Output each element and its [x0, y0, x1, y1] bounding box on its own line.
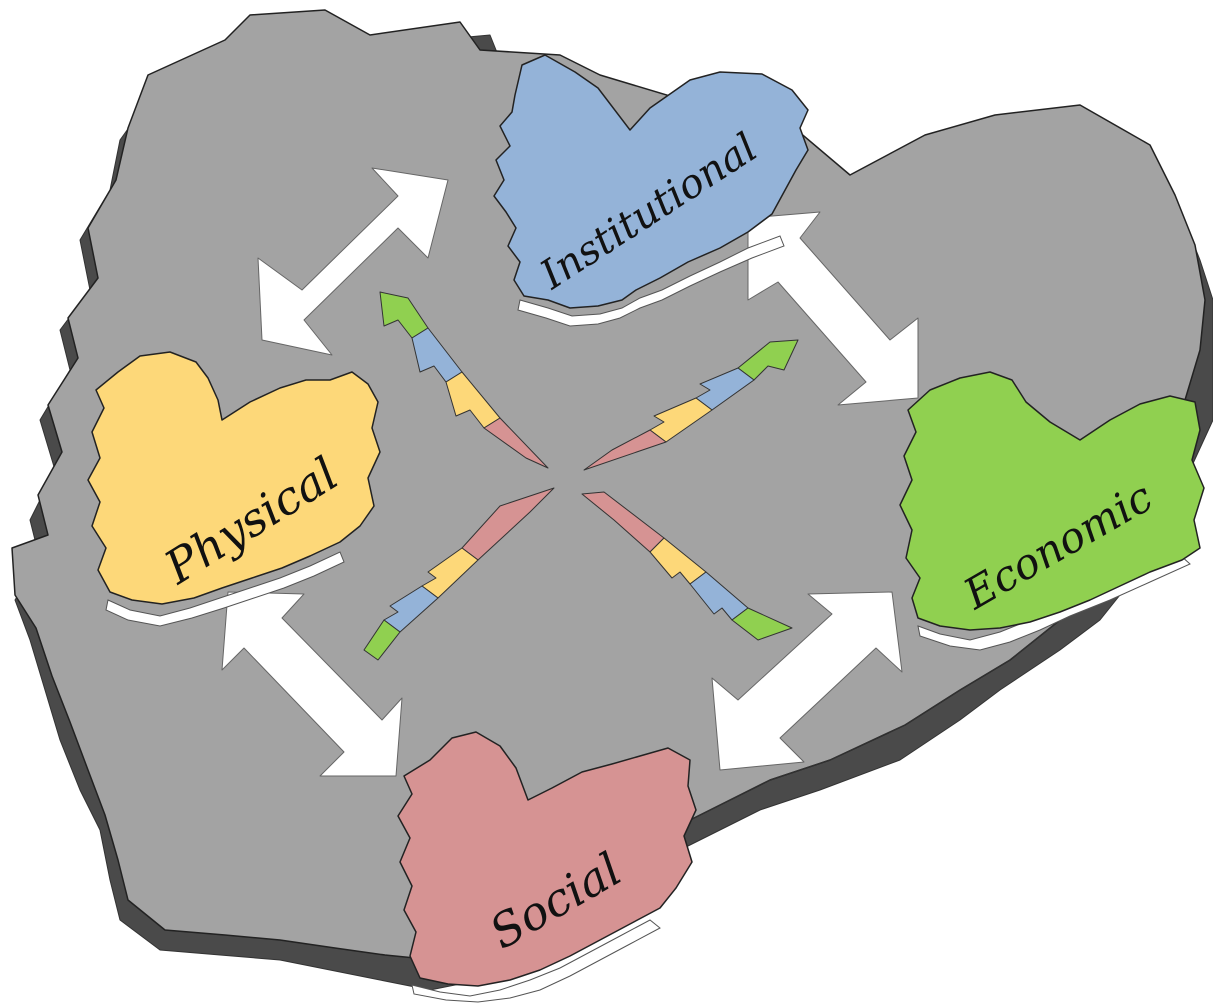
- central-spokes: [363, 291, 799, 661]
- region-physical-side: [105, 551, 345, 627]
- spoke-segment-green: [363, 619, 401, 661]
- spoke-segment-green: [731, 607, 793, 641]
- region-institutional-side: [517, 235, 785, 327]
- region-social: Social: [397, 731, 697, 1003]
- region-economic-shape: [899, 371, 1205, 631]
- spoke-upper-left: [379, 291, 549, 469]
- spoke-segment-red: [583, 429, 667, 471]
- spoke-lower-right: [581, 491, 793, 641]
- arrow-physical-social: [221, 591, 403, 777]
- region-institutional-shape: [493, 54, 809, 309]
- arrow-social-economic: [711, 591, 903, 771]
- region-physical: Physical: [87, 351, 381, 627]
- connection-arrows: [221, 167, 919, 777]
- region-social-side: [411, 919, 661, 1003]
- spoke-segment-red: [483, 417, 549, 469]
- spoke-upper-right: [583, 339, 799, 471]
- region-social-shape: [397, 731, 697, 987]
- spoke-lower-left: [363, 487, 555, 661]
- arrow-physical-institutional: [257, 167, 449, 356]
- region-physical-shape: [87, 351, 381, 605]
- arrow-institutional-economic: [747, 211, 919, 406]
